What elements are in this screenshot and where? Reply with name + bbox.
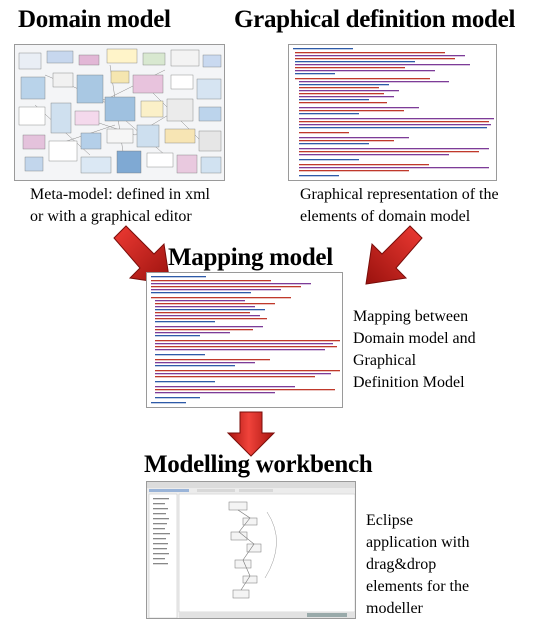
graphical-definition-xml-image	[288, 44, 497, 181]
domain-model-caption-line: or with a graphical editor	[30, 208, 192, 225]
domain-model-heading: Domain model	[18, 6, 171, 33]
arrow-down-left-icon	[365, 225, 423, 285]
workbench-caption-line: Eclipse	[366, 512, 414, 529]
mapping-caption-line: Mapping between	[353, 308, 469, 325]
domain-model-caption: Meta-model: defined in xml or with a gra…	[30, 184, 210, 228]
graphical-model-caption-line: Graphical representation of the	[300, 186, 499, 203]
workbench-caption-line: application with	[366, 534, 470, 551]
mapping-caption-line: Graphical	[353, 352, 417, 369]
arrow-down-icon	[226, 411, 276, 457]
arrow-down-right-icon	[113, 225, 171, 285]
graphical-model-caption-line: elements of domain model	[300, 208, 471, 225]
domain-model-diagram-image	[14, 44, 225, 181]
mapping-caption-line: Domain model and	[353, 330, 476, 347]
eclipse-workbench-image	[146, 481, 356, 619]
graphical-model-caption: Graphical representation of the elements…	[300, 184, 499, 228]
graphical-definition-model-heading: Graphical definition model	[234, 6, 516, 33]
workbench-caption-line: drag&drop	[366, 556, 437, 573]
modelling-workbench-heading: Modelling workbench	[144, 451, 373, 478]
domain-model-caption-line: Meta-model: defined in xml	[30, 186, 210, 203]
workbench-caption-line: elements for the	[366, 578, 470, 595]
mapping-model-xml-image	[146, 272, 343, 408]
workbench-caption-line: modeller	[366, 600, 423, 617]
mapping-caption-line: Definition Model	[353, 374, 465, 391]
workbench-caption: Eclipse application with drag&drop eleme…	[366, 510, 470, 620]
mapping-model-caption: Mapping between Domain model and Graphic…	[353, 306, 476, 394]
mapping-model-heading: Mapping model	[168, 244, 333, 271]
